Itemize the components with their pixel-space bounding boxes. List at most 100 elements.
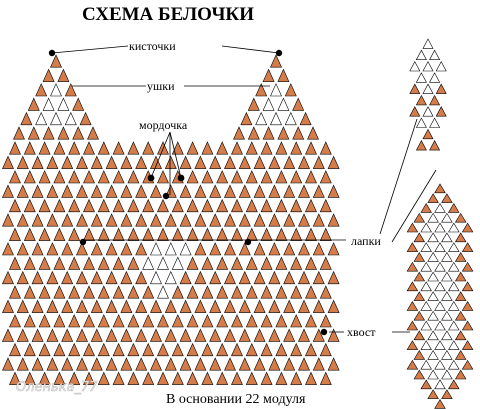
diagram-title: СХЕМА БЕЛОЧКИ xyxy=(82,4,254,25)
body-module xyxy=(283,357,296,371)
body-module xyxy=(38,285,51,299)
body-module xyxy=(171,227,184,241)
body-module xyxy=(157,342,169,357)
body-module xyxy=(38,256,51,270)
body-module xyxy=(9,342,21,357)
tail-module xyxy=(427,389,439,399)
tail-module xyxy=(434,261,446,272)
body-module xyxy=(305,227,317,241)
body-module xyxy=(112,227,125,241)
body-module xyxy=(231,227,243,241)
body-module xyxy=(83,141,95,155)
body-module xyxy=(268,213,281,227)
body-module xyxy=(319,227,332,241)
paw-module xyxy=(422,60,434,72)
body-module xyxy=(23,141,36,155)
paw-module xyxy=(435,60,447,72)
body-module xyxy=(68,198,81,213)
body-module xyxy=(97,198,110,213)
tail-module xyxy=(406,301,419,311)
tail-scheme xyxy=(406,183,474,409)
body-module xyxy=(305,342,317,357)
tail-module xyxy=(427,271,439,282)
body-module xyxy=(224,270,236,285)
body-module xyxy=(216,342,229,357)
body-module xyxy=(23,285,36,299)
body-module xyxy=(76,299,88,313)
tail-module xyxy=(427,252,439,262)
body-module xyxy=(179,213,192,227)
ear-module xyxy=(307,126,319,140)
ear-module xyxy=(79,111,92,126)
body-module xyxy=(231,285,243,299)
tail-module xyxy=(427,193,439,203)
body-module xyxy=(46,299,59,313)
body-module xyxy=(105,242,118,256)
body-module xyxy=(245,227,258,241)
body-module xyxy=(112,314,125,328)
body-module xyxy=(76,357,88,371)
body-module xyxy=(179,299,192,313)
body-module xyxy=(76,184,88,198)
tail-module xyxy=(441,212,453,223)
body-module xyxy=(194,242,207,256)
body-module xyxy=(194,270,207,285)
body-module xyxy=(38,342,51,357)
body-module xyxy=(290,141,303,155)
ear-module xyxy=(240,111,253,126)
body-module xyxy=(150,328,162,342)
body-module xyxy=(135,299,148,313)
body-module xyxy=(2,155,14,169)
body-module xyxy=(68,256,81,270)
body-module xyxy=(209,328,222,342)
body-module xyxy=(238,184,251,198)
body-module xyxy=(224,213,236,227)
body-module xyxy=(23,198,36,213)
tail-module xyxy=(406,281,419,292)
body-module xyxy=(290,256,303,270)
body-module xyxy=(268,328,281,342)
body-module xyxy=(201,198,214,213)
body-module xyxy=(290,371,303,385)
body-module xyxy=(150,213,162,227)
body-module xyxy=(9,141,21,155)
ear-module xyxy=(13,126,25,140)
body-module xyxy=(245,371,258,385)
body-module xyxy=(201,170,214,184)
body-module xyxy=(150,242,162,256)
body-module xyxy=(150,184,162,198)
ear-module xyxy=(35,111,48,126)
body-module xyxy=(179,328,192,342)
body-module xyxy=(120,328,133,342)
body-module xyxy=(31,299,44,313)
body-module xyxy=(201,314,214,328)
body-module xyxy=(53,256,66,270)
tail-module xyxy=(413,212,426,223)
body-module xyxy=(231,256,243,270)
ear-module xyxy=(270,111,282,126)
body-module xyxy=(253,184,266,198)
body-module xyxy=(260,227,273,241)
body-module xyxy=(298,299,310,313)
body-module xyxy=(46,270,59,285)
body-module xyxy=(142,314,155,328)
ear-module xyxy=(27,97,40,111)
body-module xyxy=(53,170,66,184)
tail-module xyxy=(420,242,432,252)
body-module xyxy=(231,314,243,328)
tail-module xyxy=(420,320,432,331)
body-module xyxy=(61,213,74,227)
marker-dots xyxy=(48,49,328,336)
body-module xyxy=(305,371,317,385)
body-module xyxy=(319,371,332,385)
tail-module xyxy=(461,222,474,233)
body-module xyxy=(105,213,118,227)
body-module xyxy=(201,342,214,357)
ear-module xyxy=(255,83,268,97)
body-module xyxy=(194,155,207,169)
ear-module xyxy=(255,111,268,126)
tail-module xyxy=(461,359,474,370)
body-module xyxy=(171,342,184,357)
body-module xyxy=(268,357,281,371)
body-module xyxy=(76,328,88,342)
